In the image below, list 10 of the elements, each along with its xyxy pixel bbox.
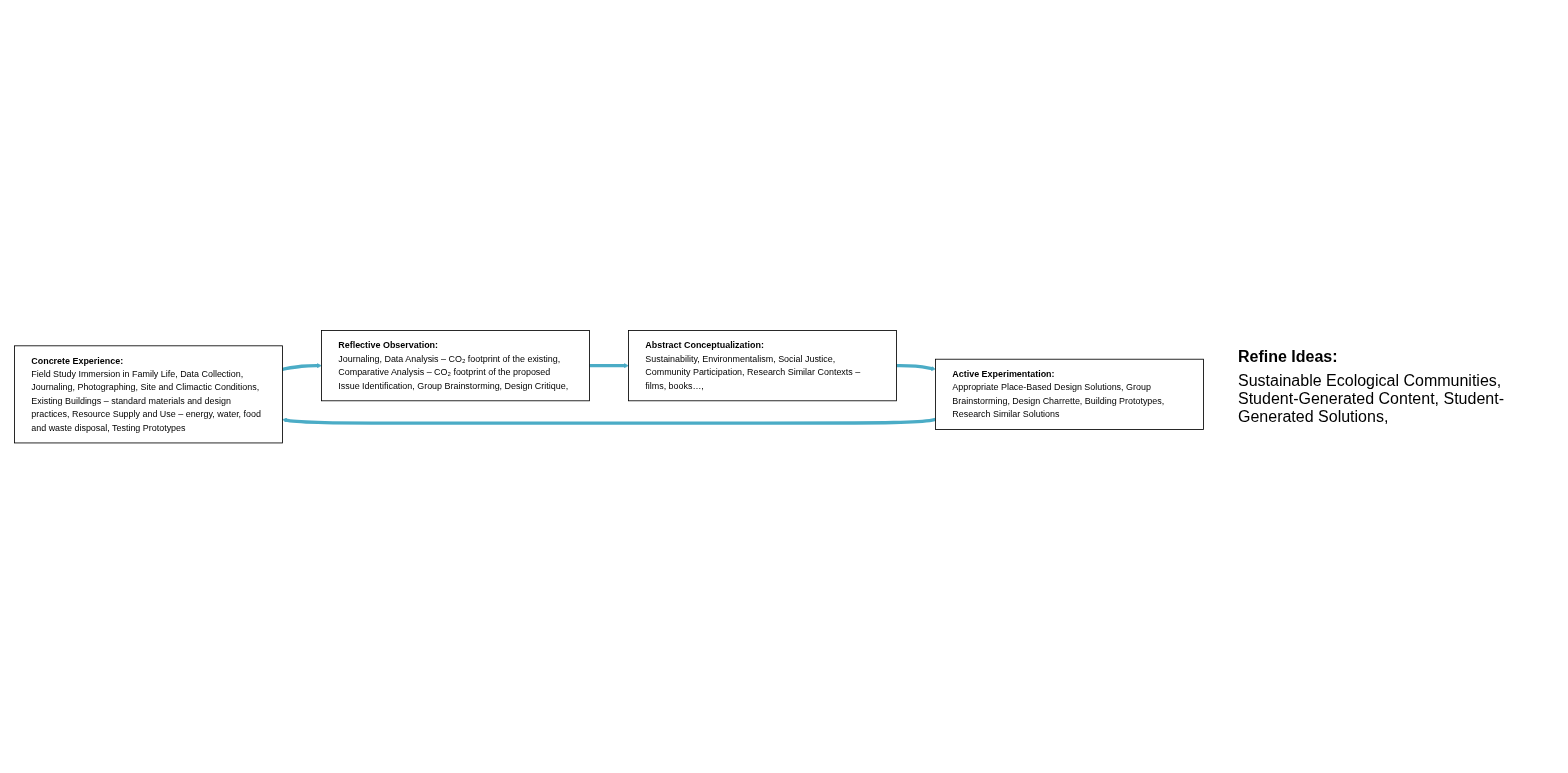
arrow <box>896 363 936 371</box>
node-box: Concrete Experience: Field Study Immersion in Family Life, Data Collection, Journaling, Photographing, Site and Climactic Conditions, Existing Buildings – standard materials and design practices, Resource Supply and Use – energy, water, food and waste disposal, Testing Prototypes <box>14 345 283 444</box>
node-box: Reflective Observation: Journaling, Data Analysis – CO₂ footprint of the existing, Comparative Analysis – CO₂ footprint of the proposed Issue Identification, Group Brainstorming, Design Critique, <box>321 329 590 401</box>
node-box: Active Experimentation: Appropriate Place-Based Design Solutions, Group Brainstorming, Design Charrette, Building Prototypes, Research Similar Solutions <box>935 358 1204 430</box>
node-box: Abstract Conceptualization: Sustainability, Environmentalism, Social Justice, Community Participation, Research Similar Contexts – films, books…, <box>628 329 897 401</box>
arrow <box>282 362 322 371</box>
arrow <box>589 362 629 368</box>
list-text: Sustainable Ecological Communities, Student-Generated Content, Student-Generated Solutions, <box>1238 371 1505 426</box>
arrow <box>282 417 936 425</box>
heading-text: Refine Ideas: <box>1238 347 1339 366</box>
